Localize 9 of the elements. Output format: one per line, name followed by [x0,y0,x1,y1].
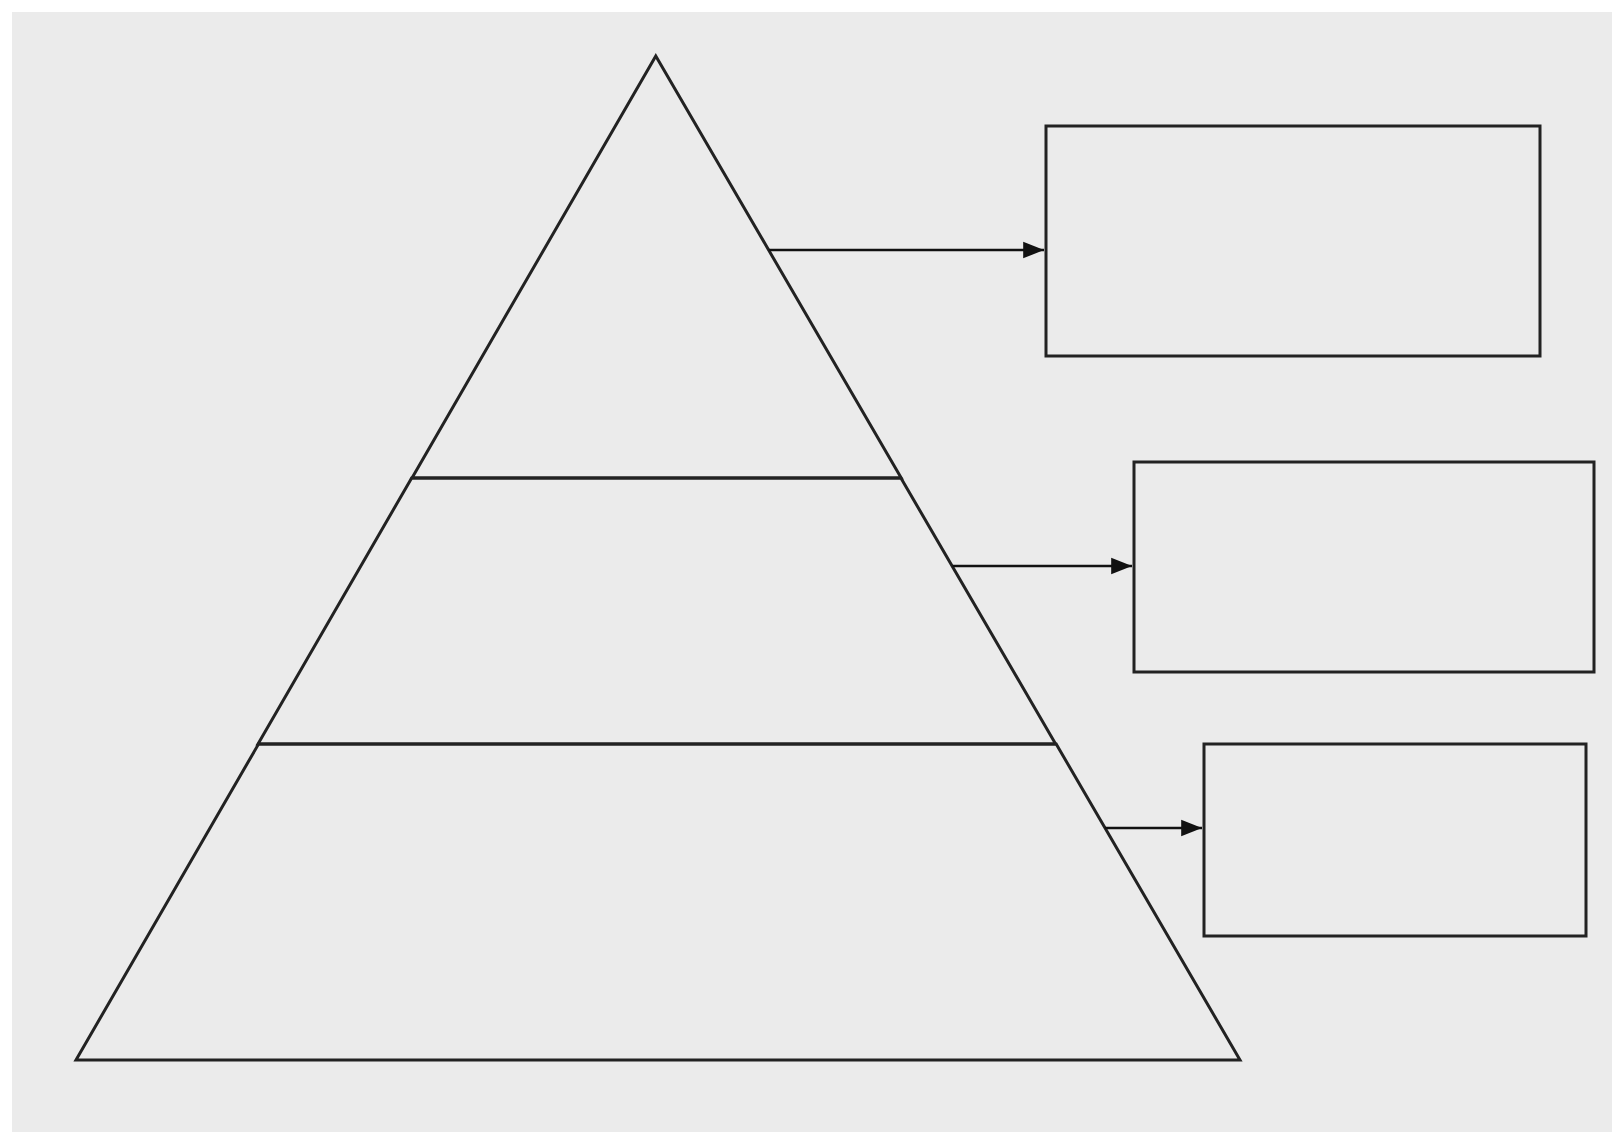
pyramid-top-tier [412,56,902,478]
pyramid-tier [258,478,1057,744]
empty-box [1134,462,1594,672]
pyramid-tier [76,744,1240,1060]
empty-box [1204,744,1586,936]
arrow [952,557,1132,575]
empty-box [1046,126,1540,356]
arrow [1105,819,1202,837]
arrow [768,241,1044,259]
